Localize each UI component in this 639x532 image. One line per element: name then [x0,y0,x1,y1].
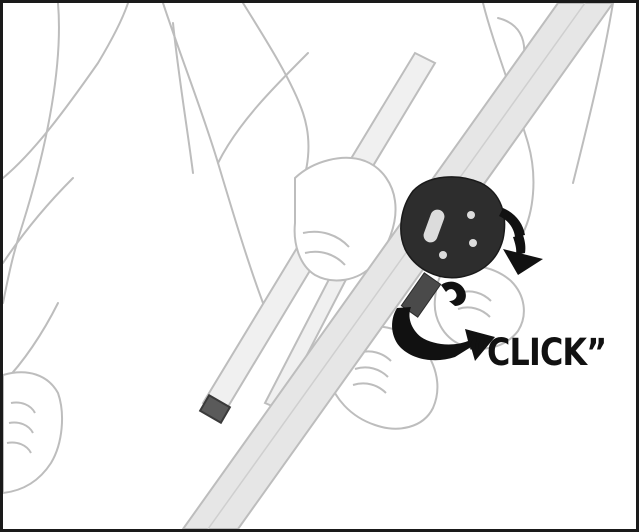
click-callout: “CLICK” [467,334,606,371]
hinge-lock-icon [401,177,505,278]
rotation-arrow-icon [499,208,543,275]
left-shoe [3,372,62,493]
ladder-illustration [3,3,636,529]
